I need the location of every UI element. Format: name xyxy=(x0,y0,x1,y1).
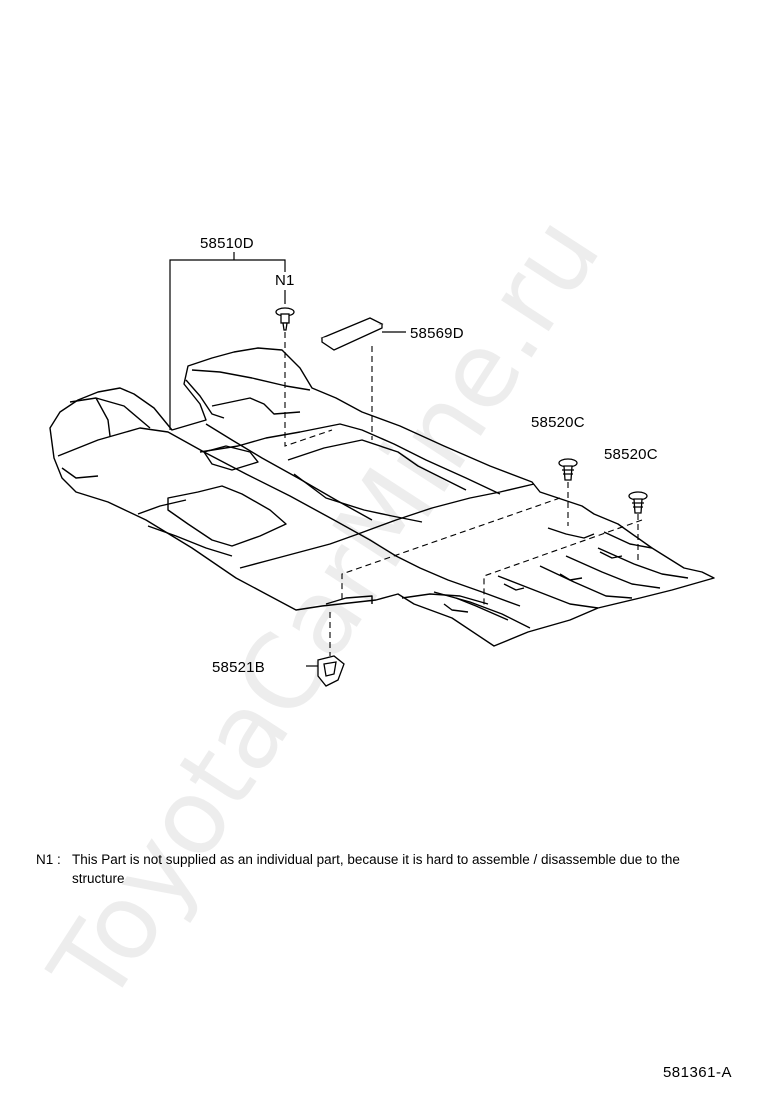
part-label-58520c-left: 58520C xyxy=(531,414,585,431)
part-label-58520c-right: 58520C xyxy=(604,446,658,463)
clip-58520c-left-icon xyxy=(558,458,578,481)
part-label-58569d: 58569D xyxy=(410,325,464,342)
footnote-key: N1 : xyxy=(36,852,61,867)
watermark: ToyotaCarMine.ru xyxy=(26,195,624,1024)
install-dashed-lines xyxy=(284,332,643,656)
part-label-58521b: 58521B xyxy=(212,659,265,676)
footnote-text: This Part is not supplied as an individu… xyxy=(72,852,680,886)
pad-58569d-icon xyxy=(320,317,384,351)
n1-marker-label: N1 xyxy=(275,272,295,289)
n1-clip-icon xyxy=(275,307,295,331)
floor-carpet-drawing xyxy=(49,347,715,647)
part-label-58510d: 58510D xyxy=(200,235,254,252)
leader-lines xyxy=(169,252,406,667)
hook-58521b-icon xyxy=(317,655,345,687)
figure-number: 581361-A xyxy=(662,1064,732,1081)
clip-58520c-right-icon xyxy=(628,491,648,514)
